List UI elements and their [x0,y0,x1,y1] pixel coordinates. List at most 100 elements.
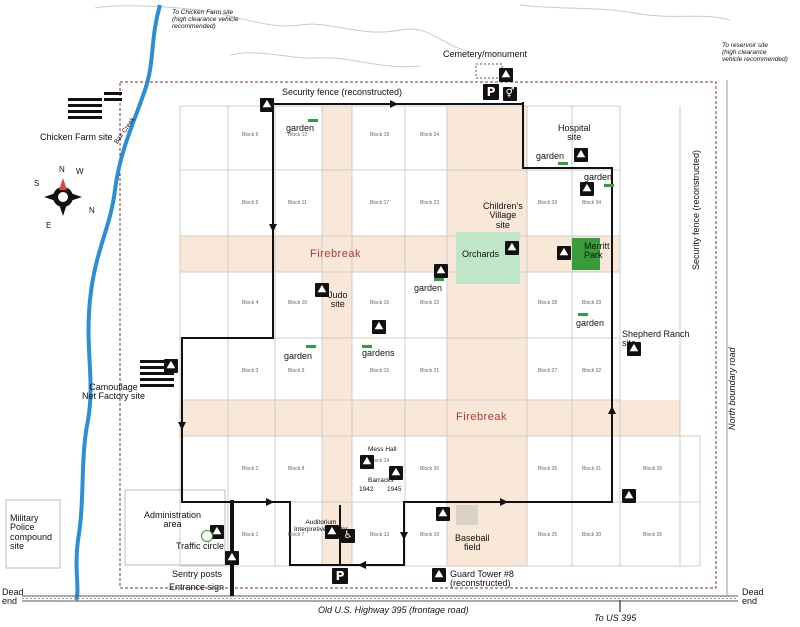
judo-label: Judo site [328,290,348,310]
hiking-icon[interactable]: ⛰ [360,455,374,469]
highway [22,595,738,602]
hiking-icon[interactable]: ⛰ [225,551,239,565]
block-label: Block 21 [420,368,440,374]
block-label: Block 28 [538,300,558,306]
hiking-icon[interactable]: ⛰ [505,241,519,255]
block-label: Block 3 [242,368,259,374]
security-fence [119,81,717,589]
hiking-icon[interactable]: ⛰ [210,525,224,539]
parking-icon[interactable]: P [483,84,499,100]
parking-icon[interactable]: P [332,568,348,584]
hiking-icon[interactable]: ⛰ [432,568,446,582]
hiking-icon[interactable]: ⛰ [557,246,571,260]
compass-w-label: W [76,167,84,176]
hiking-icon[interactable]: ⛰ [164,359,178,373]
block-label: Block 12 [288,132,308,138]
block-label: Block 33 [582,300,602,306]
garden-marker [558,162,568,165]
chicken-farm-label: Chicken Farm site [40,132,113,142]
hiking-icon[interactable]: ⛰ [372,320,386,334]
garden-label: garden [284,351,313,361]
block-label: Block 11 [288,200,307,206]
compass-rose [44,178,82,216]
security-fence-right-label: Security fence (reconstructed) [691,149,701,270]
block-label: Block 18 [370,132,390,138]
traffic-circle-label: Traffic circle [176,541,225,551]
garden-label: gardens [362,348,395,358]
block-label: Block 6 [242,132,259,138]
hiking-icon[interactable]: ⛰ [260,98,274,112]
hiking-icon[interactable]: ⛰ [627,342,641,356]
cemetery-label: Cemetery/monument [443,49,528,59]
merritt-park [572,238,600,270]
block-label: Block 22 [420,300,440,306]
compass-e-label: E [46,221,52,230]
compass-s-label: S [34,179,40,188]
block-label: Block 15 [370,368,390,374]
block-label: Block 4 [242,300,259,306]
dead-end-left-label: Dead end [2,587,24,607]
block-label: Block 29 [538,200,558,206]
route-arrows [178,100,616,569]
restroom-icon[interactable]: ⚥ [503,87,517,101]
chicken-farm-note: To Chicken Farm site (high clearance veh… [172,9,239,30]
hiking-icon[interactable]: ⛰ [325,525,339,539]
camouflage-buildings [140,360,174,387]
camouflage-label: Camouflage Net Factory site [82,382,146,402]
garden-marker [306,345,316,348]
block-label: Block 30 [582,532,602,538]
block-label: Block 17 [370,200,390,206]
reservoir-note: To reservoir site (high clearance vehicl… [722,42,788,63]
dead-end-right-label: Dead end [742,587,764,607]
block-label: Block 27 [538,368,558,374]
block-label: Block 7 [288,532,305,538]
driving-route [181,102,613,566]
mess-hall-label: Mess Hall [368,446,397,453]
firebreak-top [180,236,620,272]
auditorium-label: Auditorium Interpretive Center [294,519,348,533]
firebreak-top-label: Firebreak [310,248,361,260]
hiking-icon[interactable]: ⛰ [574,148,588,162]
block-label: Block 19 [420,532,440,538]
entrance-sign-label: Entrance sign [169,582,225,592]
block-label: Block 1 [242,532,259,538]
highway-label: Old U.S. Highway 395 (frontage road) [318,605,469,615]
orchards-label: Orchards [462,249,500,259]
hiking-icon[interactable]: ⛰ [622,489,636,503]
block-label: Block 26 [538,466,558,472]
hiking-icon[interactable]: ⛰ [436,507,450,521]
block-label: Block 5 [242,200,259,206]
hiking-icon[interactable]: ⛰ [580,182,594,196]
administration-label: Administration area [144,510,202,530]
firebreak-col-a [322,106,352,566]
block-label: Block 36 [643,466,663,472]
hiking-icon[interactable]: ⛰ [389,466,403,480]
hiking-icon[interactable]: ⛰ [315,283,329,297]
bair-creek [74,4,162,601]
north-boundary-road-label: North boundary road [727,347,737,430]
merritt-park-label: Merritt Park [584,241,610,261]
block-label: Block 31 [582,466,602,472]
hospital-label: Hospital site [558,123,591,143]
block-label: Block 16 [370,300,390,306]
security-fence-label: Security fence (reconstructed) [282,87,403,97]
hiking-icon[interactable]: ⛰ [434,264,448,278]
traffic-circle-icon [201,530,213,542]
block-label: Block 14 [370,458,390,464]
firebreak-mid [180,400,680,436]
block-label: Block 9 [288,368,305,374]
hiking-icon[interactable]: ⛰ [499,68,513,82]
sentry-posts-label: Sentry posts [172,569,223,579]
guard-tower-label: Guard Tower #8 (reconstructed) [450,569,514,589]
baseball-label: Baseball field [455,533,490,553]
block-label: Block 25 [538,532,558,538]
garden-marker [434,278,444,281]
garden-label: garden [414,283,443,293]
garden-label: garden [584,172,613,182]
block-label: Block 24 [420,132,440,138]
barracks-label: Barracks [368,477,394,484]
block-label: Block 8 [288,466,305,472]
wheelchair-icon[interactable]: ♿ [341,529,355,543]
barracks-1942-label: 1942 [359,486,374,493]
garden-marker [578,313,588,316]
